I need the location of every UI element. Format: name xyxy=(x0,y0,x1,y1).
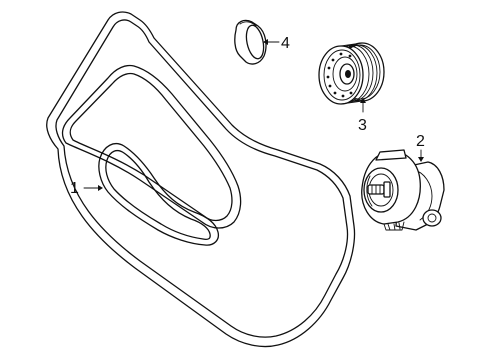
callout-label-3: 3 xyxy=(358,117,367,134)
callout-label-1: 1 xyxy=(70,180,79,197)
callout-2: 2 xyxy=(416,133,425,162)
idler-pulley-drawing xyxy=(318,42,385,105)
callout-4: 4 xyxy=(263,35,290,52)
outer-belt xyxy=(46,11,356,348)
pulley-cap-drawing xyxy=(234,19,267,65)
callout-label-2: 2 xyxy=(416,133,425,150)
short-belt xyxy=(98,143,220,246)
bearing-balls xyxy=(326,52,353,98)
callout-1: 1 xyxy=(70,180,103,197)
callout-label-4: 4 xyxy=(281,35,290,52)
callout-3: 3 xyxy=(358,98,367,134)
tensioner-drawing xyxy=(361,149,445,231)
